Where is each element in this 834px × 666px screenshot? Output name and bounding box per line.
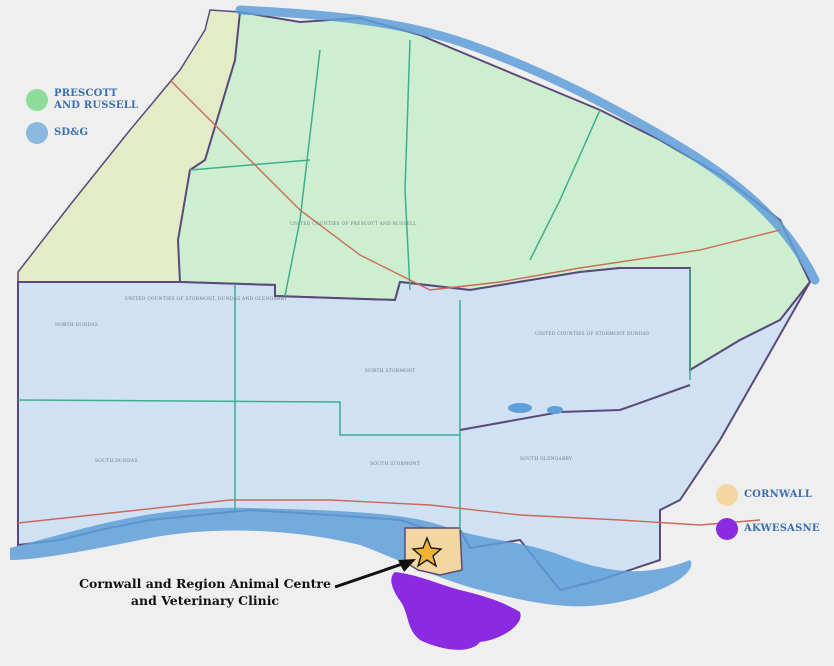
map-label-south-stormont: SOUTH STORMONT [370,461,420,467]
callout-line2: and Veterinary Clinic [130,593,280,608]
legend-swatch-blue [26,122,48,144]
legend-label: CORNWALL [744,489,813,500]
legend-label-line2: AND RUSSELL [54,100,139,111]
callout-label: Cornwall and Region Animal Centre and Ve… [70,575,340,609]
roads [17,79,781,526]
lake [547,406,563,414]
akwesasne-area [391,572,521,650]
map-label-north-glengarry: UNITED COUNTIES OF STORMONT DUNDAS [535,331,649,337]
legend-item-prescott-russell: PRESCOTT AND RUSSELL [26,88,138,112]
legend-swatch-green [26,89,48,111]
callout-line1: Cornwall and Region Animal Centre [79,576,331,591]
legend-swatch-tan [716,484,738,506]
map-label-south-dundas: SOUTH DUNDAS [95,458,138,464]
lake [508,403,532,413]
legend-label: PRESCOTT AND RUSSELL [54,88,138,112]
map-label-north-dundas: NORTH DUNDAS [55,322,98,328]
legend-item-cornwall: CORNWALL [716,484,812,506]
legend-label: AKWESASNE [744,523,820,534]
township-lines [17,39,691,530]
legend-label-line1: PRESCOTT [54,88,118,99]
border-lines [459,384,691,431]
map-label-sdg: UNITED COUNTIES OF STORMONT, DUNDAS AND … [125,296,288,302]
ottawa-river [235,5,820,285]
star-icon [411,536,443,568]
legend-label: SD&G [54,127,89,138]
map-label-pr: UNITED COUNTIES OF PRESCOTT AND RUSSELL [290,221,417,227]
callout-arrowhead [398,559,416,572]
legend-item-akwesasne: AKWESASNE [716,518,820,540]
st-lawrence-river [10,507,692,607]
legend-item-sdg: SD&G [26,122,88,144]
map-label-south-glengarry: SOUTH GLENGARRY [520,456,573,462]
map-label-north-stormont: NORTH STORMONT [365,368,416,374]
legend-swatch-purple [716,518,738,540]
callout-arrow [334,560,409,589]
